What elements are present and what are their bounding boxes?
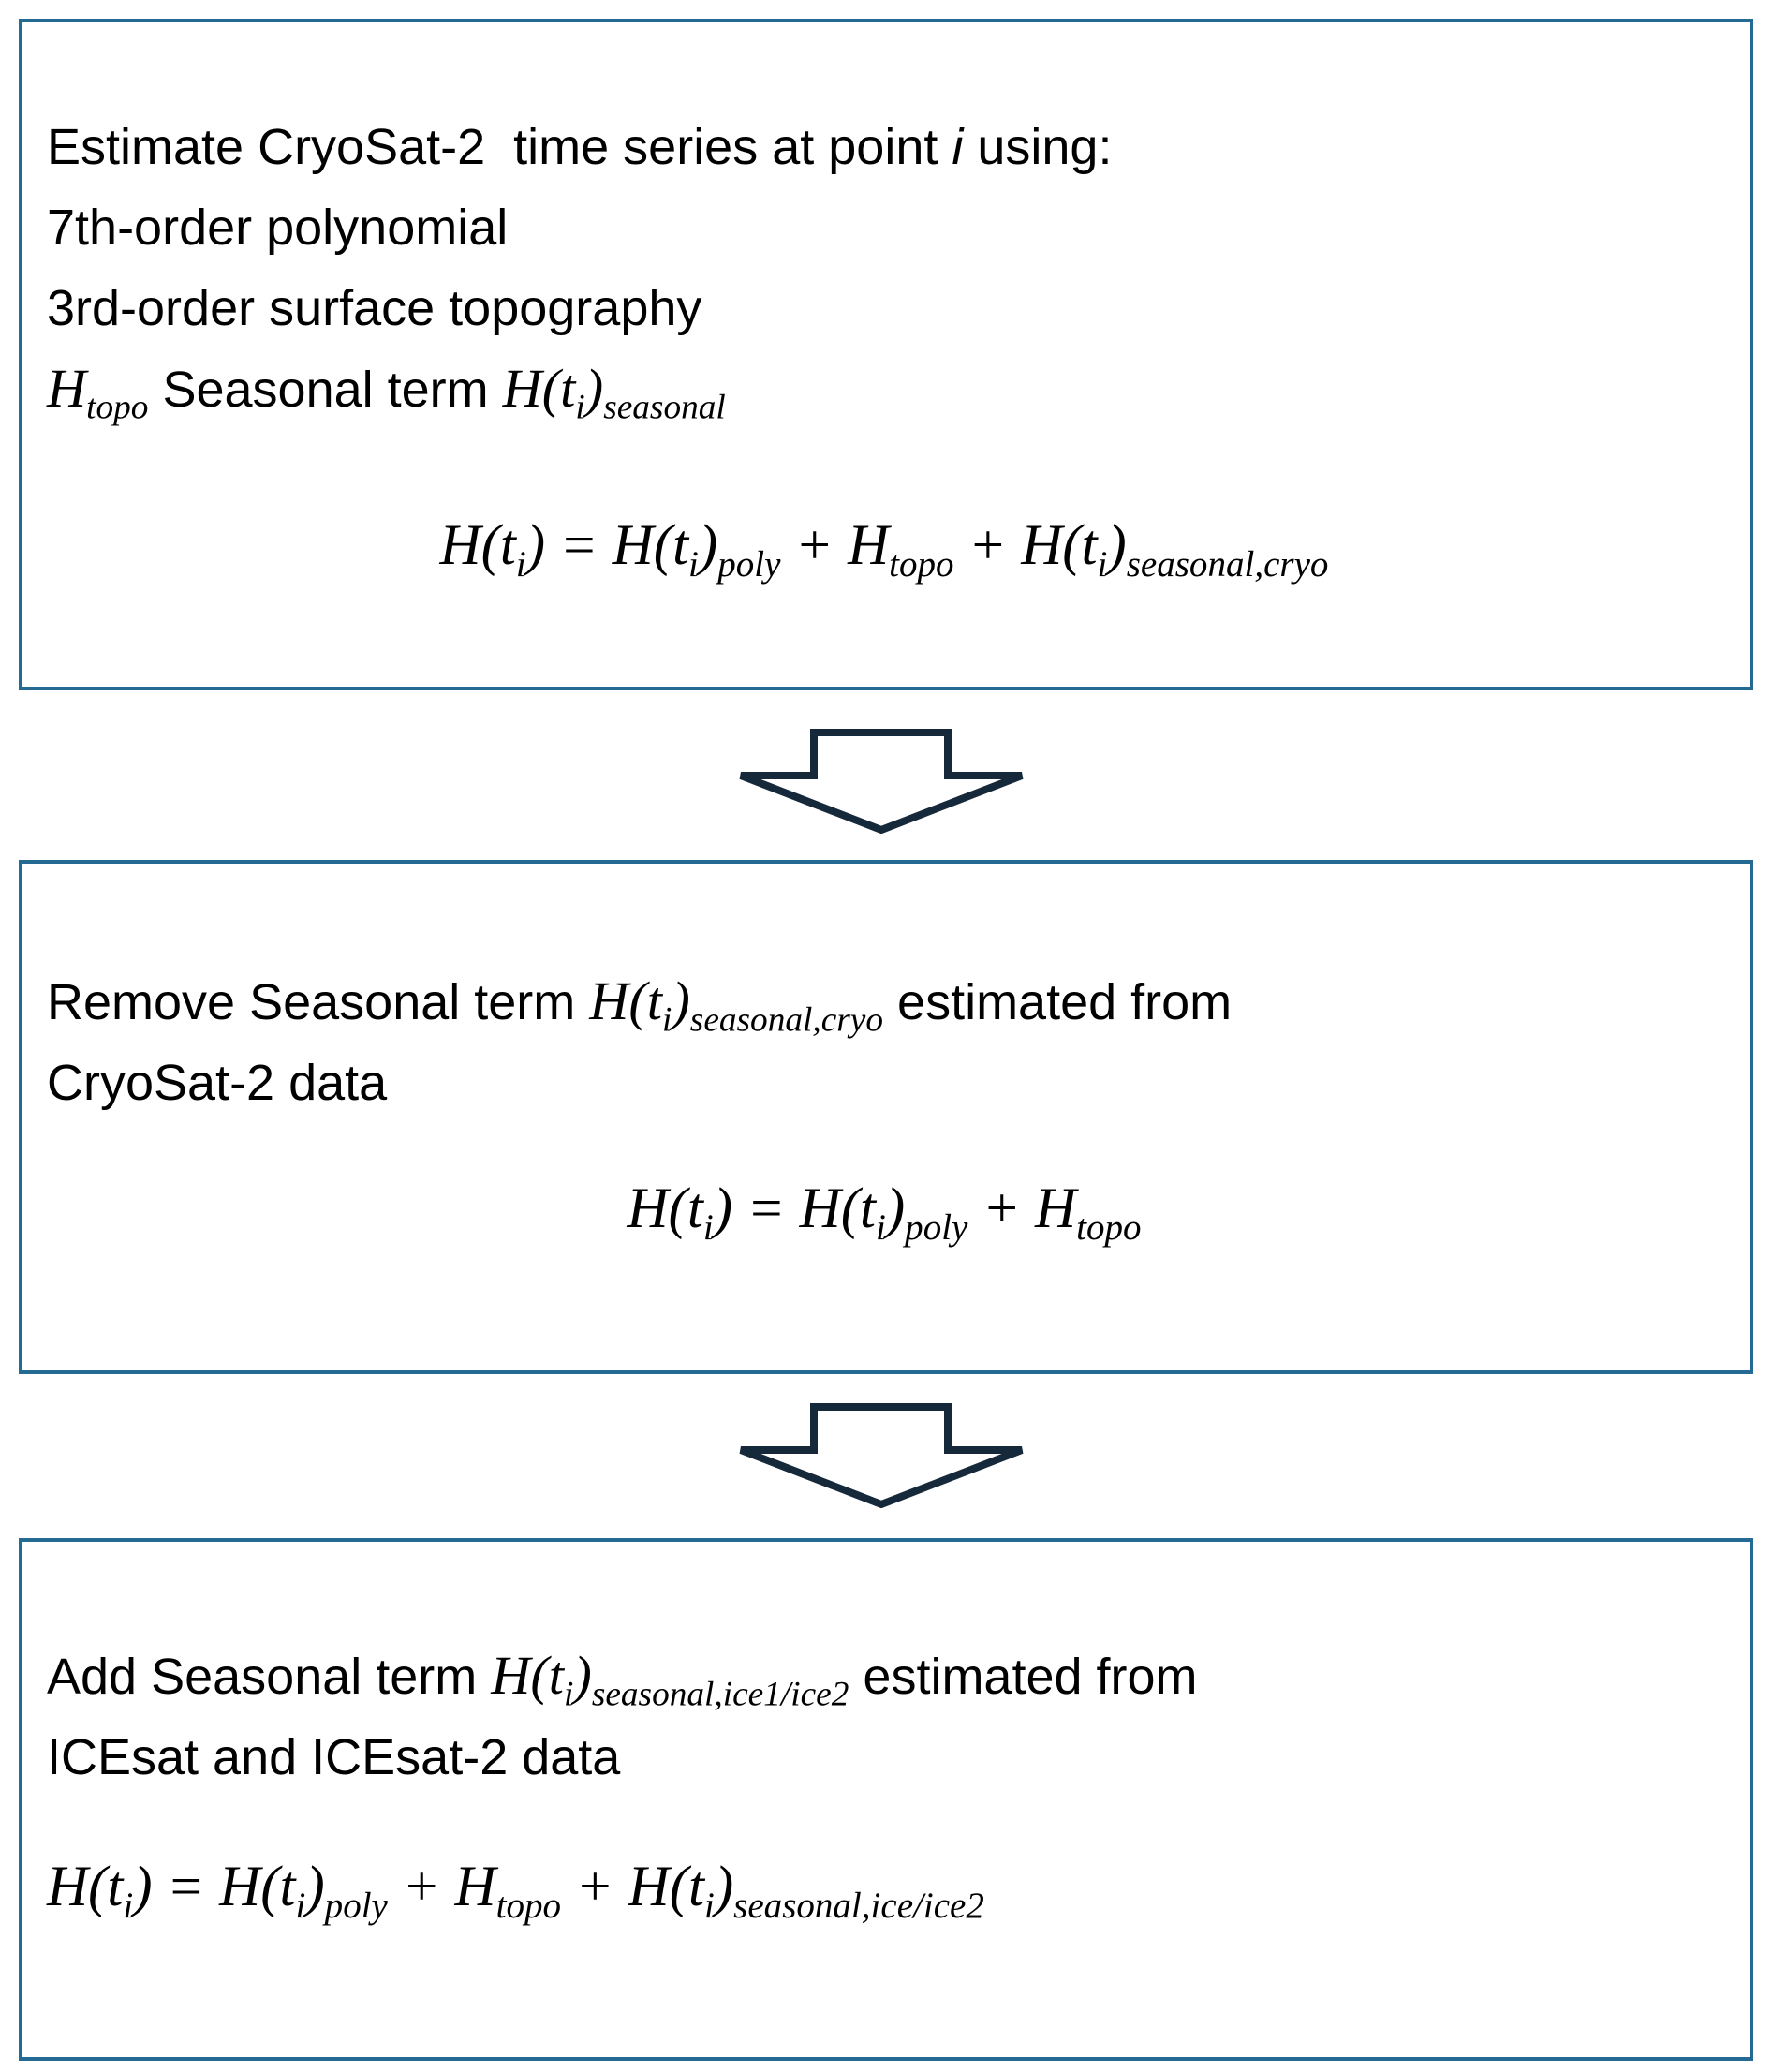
down-arrow-icon <box>739 729 1024 834</box>
down-arrow-1 <box>737 729 1026 834</box>
step-3-box: Add Seasonal term H(ti)seasonal,ice1/ice… <box>19 1538 1753 2061</box>
step-1-line-3: 3rd-order surface topography <box>47 280 702 336</box>
step-1-box: Estimate CryoSat-2 time series at point … <box>19 19 1753 690</box>
step-3-line-2: ICEsat and ICEsat-2 data <box>47 1729 621 1785</box>
step-1-formula: H(ti) = H(ti)poly + Htopo + H(ti)seasona… <box>439 514 1329 585</box>
down-arrow-icon <box>739 1403 1024 1508</box>
step-3-line-1: Add Seasonal term H(ti)seasonal,ice1/ice… <box>47 1645 1198 1714</box>
step-1-line-4: Htopo Seasonal term H(ti)seasonal <box>47 358 726 427</box>
step-1-line-2: 7th-order polynomial <box>47 200 509 256</box>
step-1-line-1: Estimate CryoSat-2 time series at point … <box>47 119 1113 175</box>
step-2-box: Remove Seasonal term H(ti)seasonal,cryo … <box>19 860 1753 1374</box>
down-arrow-2 <box>737 1403 1026 1508</box>
step-2-line-1: Remove Seasonal term H(ti)seasonal,cryo … <box>47 970 1233 1040</box>
step-3-formula: H(ti) = H(ti)poly + Htopo + H(ti)seasona… <box>47 1856 984 1927</box>
step-2-formula: H(ti) = H(ti)poly + Htopo <box>627 1177 1142 1249</box>
step-2-line-2: CryoSat-2 data <box>47 1055 388 1111</box>
